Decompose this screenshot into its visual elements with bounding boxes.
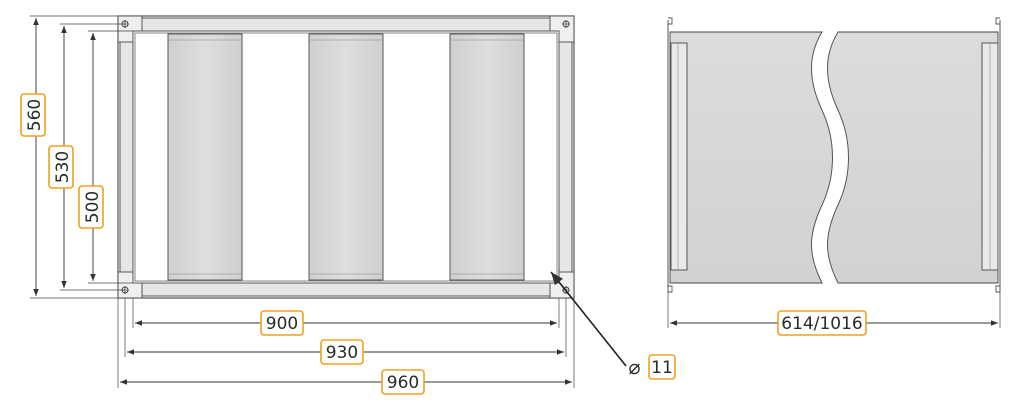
dim-width-inner bbox=[132, 298, 560, 328]
height-inner-value: 500 bbox=[83, 191, 103, 223]
diameter-symbol: ⌀ bbox=[628, 355, 640, 379]
top-rail bbox=[141, 17, 551, 32]
length-value: 614/1016 bbox=[781, 314, 862, 334]
hole-diameter-value: 11 bbox=[651, 358, 673, 378]
side-view bbox=[667, 17, 1001, 293]
corner-bracket-top-left bbox=[117, 15, 143, 43]
label-width-mid: 930 bbox=[320, 339, 364, 365]
label-height-inner: 500 bbox=[78, 185, 104, 229]
height-outer-value: 560 bbox=[25, 99, 45, 131]
label-length: 614/1016 bbox=[777, 310, 867, 336]
side-body-right bbox=[827, 31, 999, 284]
baffle-panel-1 bbox=[167, 33, 243, 281]
corner-bracket-top-right bbox=[549, 15, 575, 43]
label-height-outer: 560 bbox=[20, 93, 46, 137]
width-mid-value: 930 bbox=[326, 343, 358, 363]
side-body-left bbox=[669, 31, 833, 284]
side-rail-left bbox=[670, 42, 688, 271]
right-rail bbox=[558, 41, 573, 273]
width-outer-value: 960 bbox=[387, 373, 419, 393]
width-inner-value: 900 bbox=[266, 314, 298, 334]
bottom-rail bbox=[141, 282, 551, 297]
left-rail bbox=[119, 41, 134, 273]
hole-diameter-callout: ⌀ 11 bbox=[550, 271, 676, 380]
label-height-mid: 530 bbox=[48, 145, 74, 189]
baffle-panel-3 bbox=[449, 33, 525, 281]
label-width-inner: 900 bbox=[260, 310, 304, 336]
front-view bbox=[117, 15, 575, 299]
height-mid-value: 530 bbox=[53, 151, 73, 183]
frame-outer bbox=[117, 15, 575, 299]
dim-height-outer bbox=[30, 15, 118, 299]
label-width-outer: 960 bbox=[381, 369, 425, 395]
baffle-panel-2 bbox=[308, 33, 384, 281]
dim-width-outer bbox=[117, 298, 575, 388]
dim-height-inner bbox=[88, 30, 133, 284]
